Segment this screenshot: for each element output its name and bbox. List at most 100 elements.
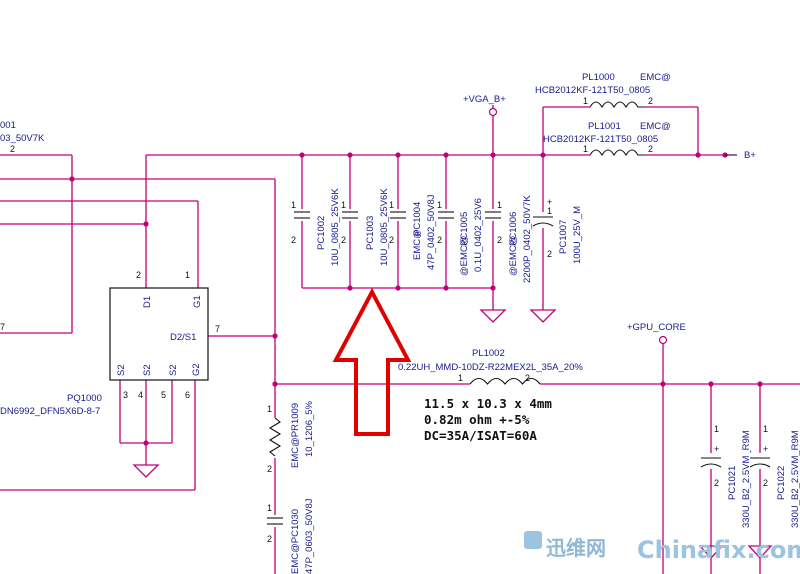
pc1022-ref: PC1022 <box>776 466 787 500</box>
pc1007-ref: PC1007 <box>558 220 569 254</box>
pc1005-ref: PC1005 <box>459 212 470 246</box>
red-annotation-arrow <box>332 287 412 436</box>
pq1000-pin3: 3 <box>123 390 128 400</box>
pq1000-s2b: S2 <box>142 364 153 376</box>
pl1000-emc: EMC@ <box>640 72 671 83</box>
pc1005-p2: 2 <box>437 235 442 245</box>
pc1004-p1: 1 <box>389 200 394 210</box>
pc1003-p1: 1 <box>341 200 346 210</box>
inductor-pl1001: PL1001 EMC@ HCB2012KF-121T50_0805 1 2 <box>543 121 671 158</box>
cap-pc1006: 1 2 @EMC@ PC1006 2200P_0402_50V7K <box>485 195 533 283</box>
pl1000-ref: PL1000 <box>582 72 615 83</box>
pq1000-pin6: 6 <box>185 390 190 400</box>
cap-pc1004: 1 2 EMC@ PC1004 47P_0402_50V8J <box>389 194 437 270</box>
pq1000-d1: D1 <box>142 296 153 308</box>
cap-pc1005: 1 2 @EMC@ PC1005 0.1U_0402_25V6 <box>437 198 484 276</box>
pc1003-ref: PC1003 <box>365 216 376 250</box>
net-gpu-core: +GPU_CORE <box>627 322 686 345</box>
pc1021-value: 330U_B2_2.5VM_R9M <box>741 430 752 528</box>
pq1000-d2s1: D2/S1 <box>170 332 196 343</box>
pc1004-ref: PC1004 <box>412 202 423 236</box>
pc1002-p1: 1 <box>291 200 296 210</box>
inductor-spec-note: 11.5 x 10.3 x 4mm 0.82m ohm +-5% DC=35A/… <box>424 396 552 443</box>
pl1001-emc: EMC@ <box>640 121 671 132</box>
pr1009-value: 10_1206_5% <box>304 400 315 457</box>
pq1000-pin5: 5 <box>161 390 166 400</box>
pc1005-p1: 1 <box>437 200 442 210</box>
inductor-pl1002: PL1002 0.22UH_MMD-10DZ-R22MEX2L_35A_20% … <box>398 348 583 385</box>
pc1030-value: 47P_0603_50V8J <box>304 498 315 574</box>
cap-pc1002: 1 2 PC1002 10U_0805_25V6K <box>291 188 341 266</box>
pq1000-value: DN6992_DFN5X6D-8-7 <box>0 406 100 417</box>
pc1030-p2: 2 <box>267 534 272 544</box>
cap-pc1007: + 1 2 PC1007 100U_25V_M <box>532 197 583 264</box>
pc1022-p2: 2 <box>763 478 768 488</box>
net-b-plus-label: B+ <box>744 150 756 161</box>
pc1004-value: 47P_0402_50V8J <box>426 194 437 270</box>
pc1021-p1: 1 <box>714 424 719 434</box>
left-stub-pin7: 7 <box>0 322 5 332</box>
pc1021-ref: PC1021 <box>727 466 738 500</box>
pc1021-plus: + <box>714 444 719 454</box>
pc1007-value: 100U_25V_M <box>572 206 583 264</box>
pl1001-value: HCB2012KF-121T50_0805 <box>543 134 658 145</box>
left-stub-pin2: 2 <box>10 144 15 154</box>
pl1001-pin2: 2 <box>648 144 653 154</box>
pc1022-value: 330U_B2_2.5VM_R9M <box>790 430 800 528</box>
pc1022-p1: 1 <box>763 424 768 434</box>
pq1000-ref: PQ1000 <box>67 393 102 404</box>
inductor-pl1000: PL1000 EMC@ HCB2012KF-121T50_0805 1 2 <box>535 72 671 109</box>
pl1002-pin2: 2 <box>525 373 530 383</box>
left-stub-ref: 001 <box>0 120 16 131</box>
pq1000-pin7: 7 <box>215 324 220 334</box>
watermark-cn: 迅维网 <box>546 536 606 560</box>
pc1030-ref: EMC@PC1030 <box>290 509 301 574</box>
pc1004-prefix: EMC@ <box>412 229 423 260</box>
wires <box>0 105 800 574</box>
pc1005-prefix: @EMC@ <box>459 236 470 276</box>
pr1009-p2: 2 <box>267 464 272 474</box>
pc1004-p2: 2 <box>389 235 394 245</box>
note-line-1: 11.5 x 10.3 x 4mm <box>424 396 552 411</box>
pq1000-g1: G1 <box>192 295 203 308</box>
note-line-3: DC=35A/ISAT=60A <box>424 428 537 443</box>
pc1030-p1: 1 <box>267 503 272 513</box>
pc1003-p2: 2 <box>341 235 346 245</box>
net-gpu-core-label: +GPU_CORE <box>627 322 686 333</box>
junction-dots <box>69 152 763 446</box>
pq1000-s2c: S2 <box>168 364 179 376</box>
pc1006-p2: 2 <box>497 235 502 245</box>
pl1002-pin1: 1 <box>458 373 463 383</box>
pq1000-pin2: 2 <box>136 270 141 280</box>
watermark: 迅维网 Chinafix.com <box>524 531 800 564</box>
cap-pc1021: 1 + 2 PC1021 330U_B2_2.5VM_R9M <box>700 424 752 528</box>
net-b-plus: B+ <box>725 150 756 161</box>
pq1000-pin4: 4 <box>138 390 143 400</box>
left-stub-value: 03_50V7K <box>0 133 45 144</box>
pc1006-prefix: @EMC@ <box>508 236 519 276</box>
pl1002-ref: PL1002 <box>472 348 505 359</box>
pl1000-pin1: 1 <box>583 96 588 106</box>
pc1002-ref: PC1002 <box>316 216 327 250</box>
mosfet-pq1000: 2 1 D1 G1 D2/S1 7 S2 S2 S2 G2 3 4 5 6 PQ… <box>0 270 220 417</box>
cap-pc1022: 1 + 2 PC1022 330U_B2_2.5VM_R9M <box>749 424 800 528</box>
pc1006-value: 2200P_0402_50V7K <box>522 195 533 283</box>
pr1009-ref: EMC@PR1009 <box>290 403 301 468</box>
pc1002-p2: 2 <box>291 235 296 245</box>
cap-pc1030: 1 2 EMC@PC1030 47P_0603_50V8J <box>267 498 315 574</box>
pc1007-p2: 2 <box>547 249 552 259</box>
pl1000-pin2: 2 <box>648 96 653 106</box>
pc1003-value: 10U_0805_25V6K <box>379 188 390 266</box>
pc1006-p1: 1 <box>497 200 502 210</box>
pl1002-value: 0.22UH_MMD-10DZ-R22MEX2L_35A_20% <box>398 362 583 373</box>
pr1009-p1: 1 <box>267 404 272 414</box>
net-vga-b-label: +VGA_B+ <box>463 94 506 105</box>
pl1001-ref: PL1001 <box>588 121 621 132</box>
cap-pc1003: 1 2 PC1003 10U_0805_25V6K <box>341 188 390 266</box>
pq1000-pin1: 1 <box>185 270 190 280</box>
watermark-logo-icon <box>524 531 542 549</box>
watermark-en: Chinafix.com <box>637 536 800 564</box>
pc1002-value: 10U_0805_25V6K <box>330 188 341 266</box>
pc1021-p2: 2 <box>714 478 719 488</box>
